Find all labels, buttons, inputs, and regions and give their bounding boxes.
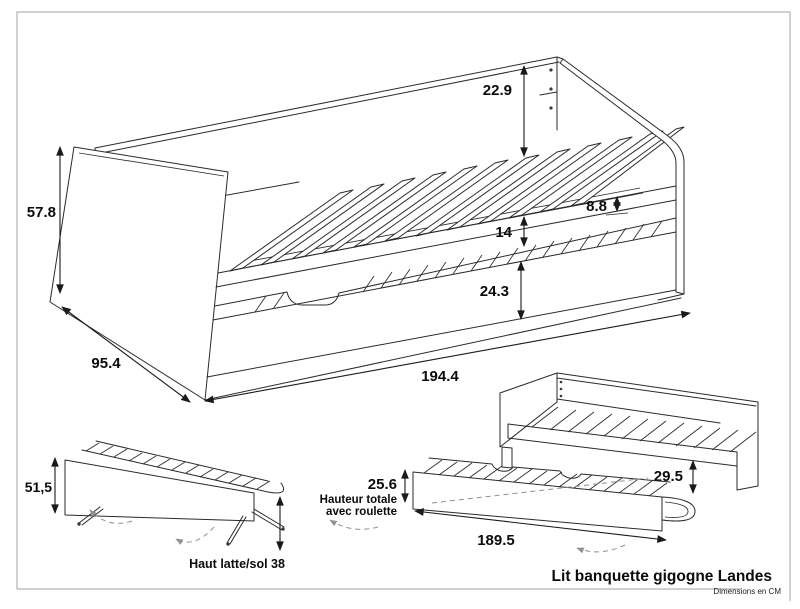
dim-trundle-height-casters: 25.6 bbox=[368, 476, 397, 493]
dim-raised-total-height: 51,5 bbox=[25, 479, 52, 495]
note-slat-floor-height: Haut latte/sol 38 bbox=[189, 557, 285, 571]
title-block: Lit banquette gigogne Landes Dimensions … bbox=[552, 568, 782, 596]
dim-trundle-front-height: 24.3 bbox=[480, 283, 509, 300]
left-side-panel bbox=[49, 146, 229, 401]
dim-length: 194.4 bbox=[421, 368, 459, 385]
extended-trundle bbox=[412, 457, 696, 532]
raised-deck bbox=[81, 440, 285, 494]
bed-slats bbox=[229, 126, 685, 272]
small-bed-frame bbox=[499, 372, 759, 491]
note-avec-roulette: avec roulette bbox=[326, 506, 397, 518]
drawing-title: Lit banquette gigogne Landes bbox=[552, 568, 772, 585]
dim-slats-to-trundle: 14 bbox=[495, 224, 512, 241]
front-face-lines bbox=[204, 162, 682, 401]
leg-fold-arrows bbox=[89, 509, 215, 545]
main-bed-drawing bbox=[49, 56, 685, 401]
dim-backrest-to-slats: 22.9 bbox=[483, 82, 512, 99]
dim-depth: 95.4 bbox=[91, 355, 121, 372]
dim-rail-height: 8.8 bbox=[586, 198, 607, 215]
dim-trundle-length: 189.5 bbox=[477, 532, 515, 549]
caster-roll-arrows bbox=[329, 519, 626, 554]
pulled-out-scene: 29.5 25.6 Hauteur totale avec roulette 1… bbox=[320, 372, 759, 554]
units-note: Dimensions en CM bbox=[713, 587, 781, 596]
note-hauteur-totale: Hauteur totale bbox=[320, 494, 397, 506]
raised-front-panel bbox=[64, 459, 255, 522]
main-bed-dimensions: 22.9 57.8 8.8 14 24.3 95.4 194.4 bbox=[27, 65, 691, 404]
dim-under-bed-clearance: 29.5 bbox=[654, 468, 683, 485]
trundle-slat-ticks bbox=[254, 220, 663, 313]
sheet-border bbox=[16, 11, 791, 601]
right-side-panel bbox=[559, 58, 685, 301]
dim-total-height: 57.8 bbox=[27, 204, 56, 221]
trundle-raised-drawing: Haut latte/sol 38 51,5 bbox=[25, 440, 285, 571]
